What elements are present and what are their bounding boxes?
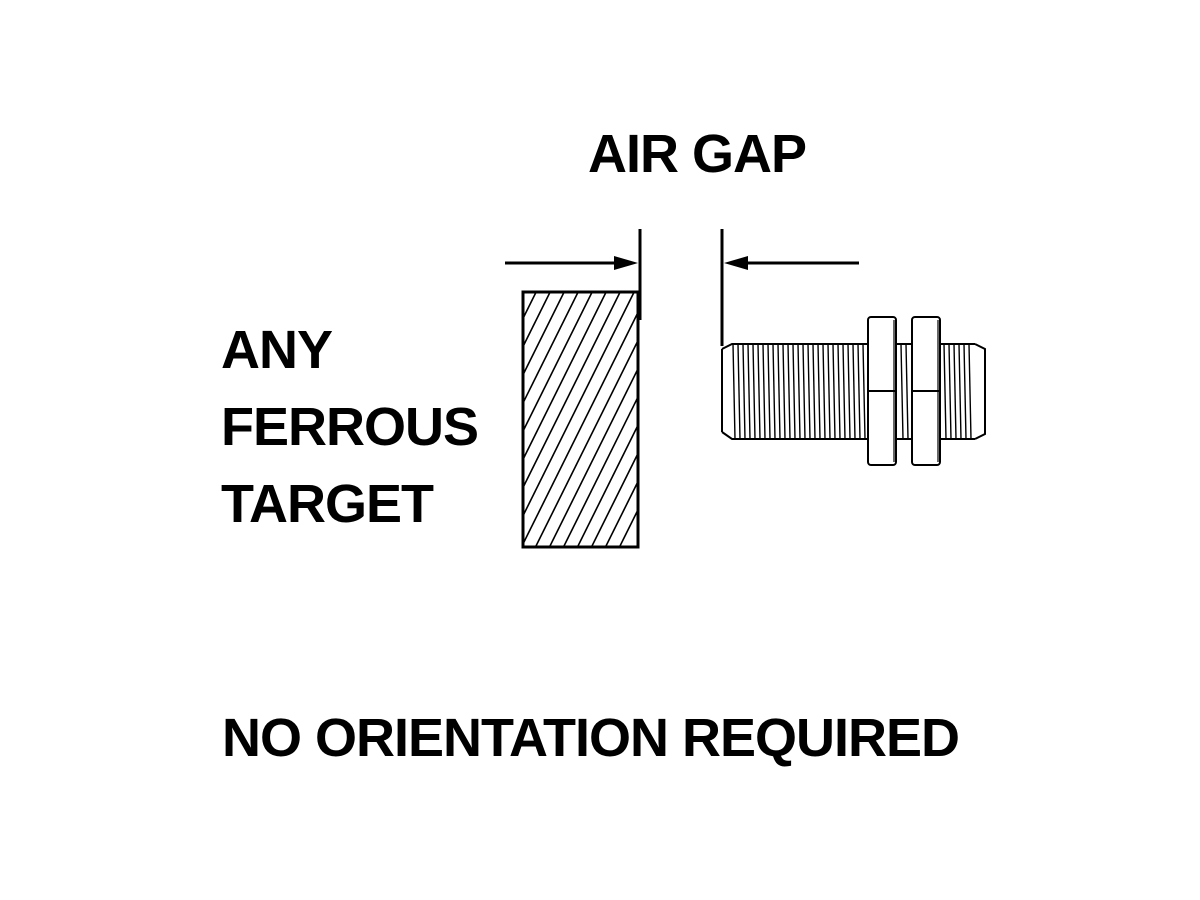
- air-gap-dimension: [505, 229, 859, 346]
- orientation-note: NO ORIENTATION REQUIRED: [222, 708, 960, 768]
- arrow-right-icon: [614, 256, 638, 270]
- air-gap-title: AIR GAP: [588, 124, 807, 184]
- ferrous-target-block: [521, 290, 640, 549]
- sensor-threads: [732, 343, 975, 440]
- hex-nut-2: [911, 316, 941, 466]
- sensor-tip: [974, 343, 986, 440]
- proximity-sensor: [721, 316, 986, 466]
- target-label-line-1: ANY: [221, 320, 333, 380]
- arrow-left-icon: [724, 256, 748, 270]
- target-label-line-2: FERROUS: [221, 397, 479, 457]
- target-label-line-3: TARGET: [221, 474, 434, 534]
- hex-nut-1: [867, 316, 897, 466]
- target-label: ANY FERROUS TARGET: [221, 312, 479, 543]
